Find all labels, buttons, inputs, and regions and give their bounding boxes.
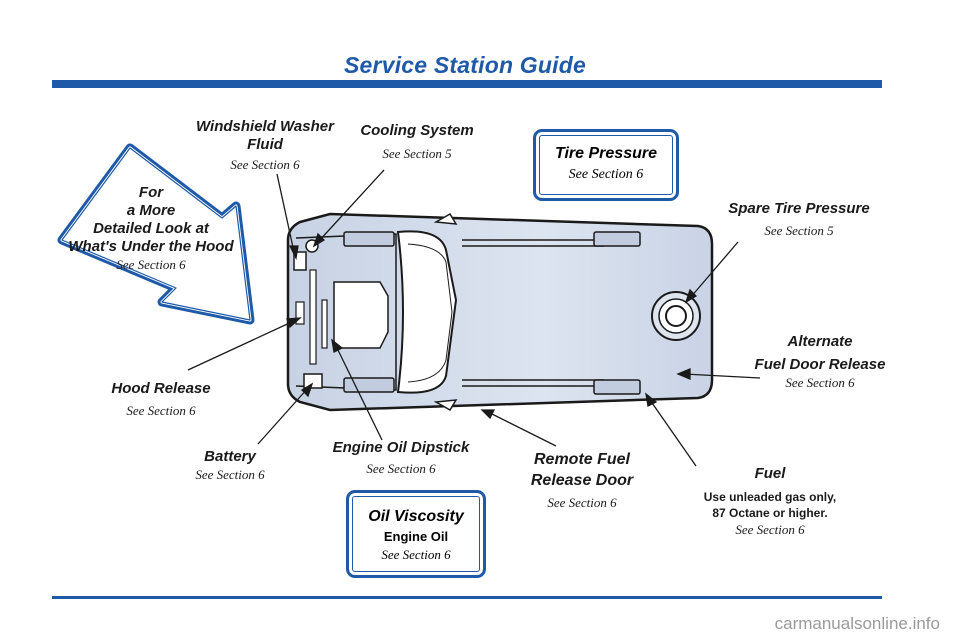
vehicle-top-view bbox=[286, 212, 714, 412]
remote-fuel-line-2: Release Door bbox=[530, 472, 634, 489]
oil-sub: Engine Oil bbox=[383, 529, 449, 544]
oil-title: Oil Viscosity bbox=[368, 508, 464, 525]
remote-fuel-section: See Section 6 bbox=[547, 495, 617, 510]
fuel-section: See Section 6 bbox=[735, 522, 805, 537]
callout-section: See Section 6 bbox=[116, 257, 186, 272]
battery-label: Battery See Section 6 bbox=[180, 448, 280, 484]
remote-fuel-line-1: Remote Fuel bbox=[533, 451, 630, 468]
cooling-title: Cooling System bbox=[360, 122, 474, 139]
watermark-text: carmanualsonline.info bbox=[774, 614, 940, 633]
spare-title: Spare Tire Pressure bbox=[728, 200, 870, 217]
under-hood-callout: For a More Detailed Look at What's Under… bbox=[58, 184, 244, 274]
fuel-line-1: Use unleaded gas only, bbox=[703, 490, 837, 504]
spare-section: See Section 5 bbox=[764, 223, 834, 238]
cooling-section: See Section 5 bbox=[382, 146, 452, 161]
hood-release-label: Hood Release See Section 6 bbox=[96, 380, 226, 420]
washer-section: See Section 6 bbox=[230, 157, 300, 172]
callout-line-3: Detailed Look at bbox=[93, 220, 209, 237]
washer-line-1: Windshield Washer bbox=[196, 118, 334, 135]
dipstick-section: See Section 6 bbox=[366, 461, 436, 476]
callout-line-1: For bbox=[138, 184, 164, 201]
fuel-label: Fuel Use unleaded gas only, 87 Octane or… bbox=[690, 465, 850, 539]
alt-fuel-line-2: Fuel Door Release bbox=[754, 356, 886, 373]
spare-tire-label: Spare Tire Pressure See Section 5 bbox=[712, 200, 886, 240]
cooling-system-label: Cooling System See Section 5 bbox=[352, 122, 482, 163]
battery-section: See Section 6 bbox=[195, 467, 265, 482]
callout-arrow-shape bbox=[57, 143, 255, 325]
battery-title: Battery bbox=[204, 448, 256, 465]
hood-section: See Section 6 bbox=[126, 403, 196, 418]
tire-pressure-box: Tire Pressure See Section 6 bbox=[533, 129, 679, 201]
alt-fuel-section: See Section 6 bbox=[785, 375, 855, 390]
tire-section: See Section 6 bbox=[568, 167, 644, 182]
alternate-fuel-door-label: Alternate Fuel Door Release See Section … bbox=[750, 333, 890, 392]
remote-fuel-release-label: Remote Fuel Release Door See Section 6 bbox=[522, 451, 642, 512]
alt-fuel-line-1: Alternate bbox=[787, 333, 853, 350]
bottom-rule bbox=[52, 596, 882, 599]
oil-viscosity-box: Oil Viscosity Engine Oil See Section 6 bbox=[346, 490, 486, 578]
engine-oil-dipstick-label: Engine Oil Dipstick See Section 6 bbox=[326, 439, 476, 478]
fuel-line-2: 87 Octane or higher. bbox=[712, 506, 828, 520]
oil-section: See Section 6 bbox=[381, 547, 451, 562]
fuel-title: Fuel bbox=[754, 465, 786, 482]
hood-title: Hood Release bbox=[111, 380, 211, 397]
callout-line-4: What's Under the Hood bbox=[68, 238, 234, 255]
leader-lines bbox=[187, 169, 761, 467]
tire-title: Tire Pressure bbox=[555, 145, 657, 162]
page-title: Service Station Guide bbox=[344, 52, 586, 78]
washer-line-2: Fluid bbox=[247, 136, 283, 153]
top-rule bbox=[52, 80, 882, 88]
callout-line-2: a More bbox=[126, 202, 176, 219]
dipstick-title: Engine Oil Dipstick bbox=[332, 439, 470, 456]
washer-fluid-label: Windshield Washer Fluid See Section 6 bbox=[180, 118, 350, 174]
